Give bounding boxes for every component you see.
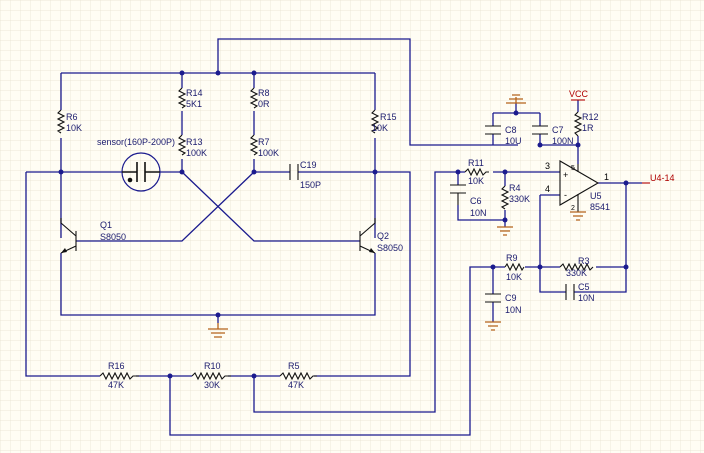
r15-ref: R15 [380,112,397,122]
c8-value: 10U [505,136,522,146]
transistor-q1[interactable]: Q1 S8050 [60,218,126,254]
resistor-r3[interactable]: R3 330K [559,256,594,278]
resistor-r13[interactable]: R13 100K [177,134,207,158]
c5-value: 10N [578,293,595,303]
resistor-r5[interactable]: R5 47K [279,361,317,390]
c6-ref: C6 [470,196,482,206]
c5-ref: C5 [578,282,590,292]
q2-ref: Q2 [377,231,389,241]
ground-symbol-r4 [497,226,513,236]
u5-pin-out-num: 1 [604,172,609,182]
r6-ref: R6 [66,112,78,122]
r4-value: 330K [509,194,530,204]
c7-ref: C7 [552,125,564,135]
r9-ref: R9 [506,253,518,263]
r5-ref: R5 [288,361,300,371]
r3-value: 330K [566,268,587,278]
capacitor-c9[interactable]: C9 10N [485,293,522,315]
q1-value: S8050 [100,232,126,242]
r16-value: 47K [108,380,124,390]
resistor-r16[interactable]: R16 47K [99,361,139,390]
c6-value: 10N [470,208,487,218]
u5-pin-vcc-num: 5 [571,165,575,172]
r12-value: 1R [582,123,594,133]
r4-ref: R4 [509,183,521,193]
r11-value: 10K [468,176,484,186]
r7-value: 100K [258,148,279,158]
u5-plus-sign: + [563,170,568,180]
ground-symbol-c9 [485,321,501,331]
resistor-r6[interactable]: R6 10K [56,109,82,134]
u5-minus-sign: - [564,190,567,200]
capacitor-c19[interactable]: C19 150P [289,160,321,190]
capacitor-c7[interactable]: C7 100N [532,125,574,146]
resistor-r15[interactable]: R15 10K [370,109,397,134]
r5-value: 47K [288,380,304,390]
r16-ref: R16 [108,361,125,371]
c19-ref: C19 [300,160,317,170]
q2-value: S8050 [377,243,403,253]
wires [25,38,642,436]
ground-symbol-oscillator [208,323,228,338]
r3-ref: R3 [578,256,590,266]
r12-ref: R12 [582,112,599,122]
u5-pin-minus-num: 4 [545,184,550,194]
opamp-u5[interactable]: 3 4 1 + - 5 2 U5 8541 [545,160,610,212]
u5-value: 8541 [590,202,610,212]
c19-value: 150P [300,180,321,190]
resistor-r11[interactable]: R11 10K [464,158,489,186]
resistor-r9[interactable]: R9 10K [504,253,525,282]
r11-ref: R11 [468,158,484,168]
r10-value: 30K [204,380,220,390]
u5-pin-plus-num: 3 [545,161,550,171]
net-port-u4-14[interactable]: U4-14 [642,173,675,184]
r8-value: 0R [258,99,270,109]
resistor-r8[interactable]: R8 0R [249,87,270,109]
r14-value: 5K1 [186,99,202,109]
capacitor-c8[interactable]: C8 10U [485,125,522,146]
r8-ref: R8 [258,88,270,98]
resistor-r12[interactable]: R12 1R [573,111,599,137]
r13-ref: R13 [186,137,203,147]
r14-ref: R14 [186,88,203,98]
junction-dots [58,70,629,379]
resistor-r7[interactable]: R7 100K [249,134,279,158]
u5-ref: U5 [590,191,602,201]
c8-ref: C8 [505,125,517,135]
vcc-power-symbol: VCC [569,89,589,101]
ground-symbol-decoupling [506,94,526,104]
resistor-r14[interactable]: R14 5K1 [177,87,203,109]
r6-value: 10K [66,123,82,133]
c9-ref: C9 [505,293,517,303]
capacitor-c6[interactable]: C6 10N [450,184,487,218]
r15-value: 10K [372,123,388,133]
resistor-r4[interactable]: R4 330K [500,183,530,210]
q1-ref: Q1 [100,220,112,230]
r7-ref: R7 [258,137,270,147]
vcc-label: VCC [569,89,589,99]
capacitor-c5[interactable]: C5 10N [565,282,595,303]
r10-ref: R10 [204,361,221,371]
port-label: U4-14 [650,173,675,183]
r9-value: 10K [506,272,522,282]
c7-value: 100N [552,136,574,146]
resistor-r10[interactable]: R10 30K [191,361,231,390]
r13-value: 100K [186,148,207,158]
ground-symbol-opamp [570,211,586,221]
c9-value: 10N [505,305,522,315]
transistor-q2[interactable]: Q2 S8050 [359,218,403,254]
sensor-label: sensor(160P-200P) [97,137,175,147]
sensor-capacitor[interactable]: sensor(160P-200P) [97,137,175,192]
u5-pin-gnd-num: 2 [571,205,575,212]
